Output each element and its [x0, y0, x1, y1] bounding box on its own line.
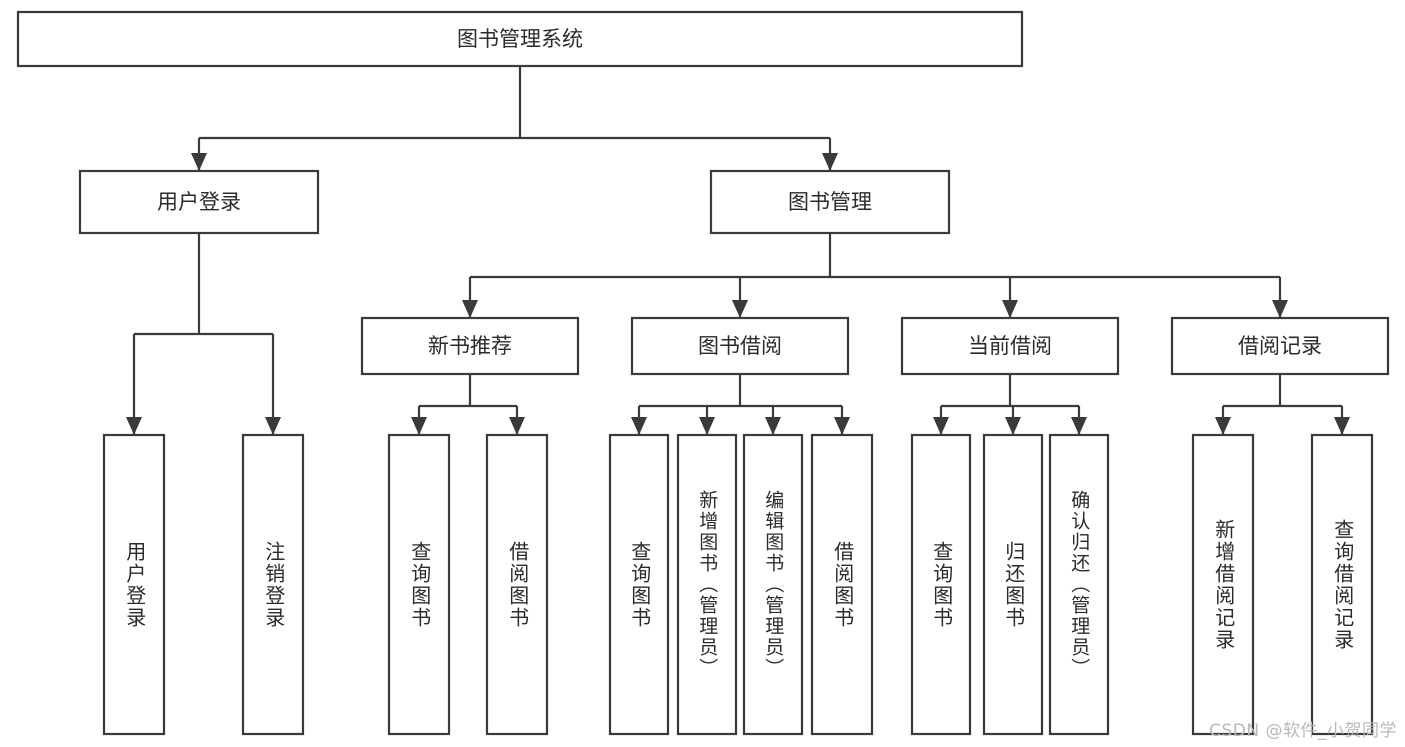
book-manage-to-level3-arrow-icon-1: [732, 300, 748, 318]
node-leaf-rec-query-book[interactable]: [387, 433, 451, 736]
connectors-layer: [126, 66, 1350, 435]
book-manage-to-level3-arrow-icon-2: [1002, 300, 1018, 318]
node-borrow-record-label: 借阅记录: [1238, 334, 1322, 358]
node-root-system-label: 图书管理系统: [457, 27, 583, 51]
node-book-borrow-label: 图书借阅: [698, 334, 782, 358]
node-user-login-label: 用户登录: [157, 190, 241, 214]
current-borrow-to-leaves-arrow-icon-1: [1005, 417, 1021, 435]
node-borrow-record[interactable]: [1170, 316, 1390, 376]
user-login-to-leaves-arrow-icon-0: [126, 417, 142, 435]
node-new-book-rec-label: 新书推荐: [428, 334, 512, 358]
node-leaf-bb-query-book[interactable]: [608, 433, 670, 736]
root-to-level2-arrow-icon-0: [191, 153, 207, 171]
book-borrow-to-leaves-arrow-icon-0: [631, 417, 647, 435]
node-leaf-bb-add-book[interactable]: [676, 433, 738, 736]
node-current-borrow-label: 当前借阅: [968, 334, 1052, 358]
book-manage-to-level3-arrow-icon-3: [1272, 300, 1288, 318]
borrow-record-to-leaves-arrow-icon-1: [1334, 417, 1350, 435]
node-leaf-br-add-record[interactable]: [1191, 433, 1255, 736]
book-borrow-to-leaves-arrow-icon-1: [699, 417, 715, 435]
node-leaf-bb-edit-book[interactable]: [742, 433, 804, 736]
node-root-system[interactable]: [16, 10, 1024, 68]
node-leaf-bb-borrow-book[interactable]: [810, 433, 874, 736]
node-book-borrow[interactable]: [630, 316, 850, 376]
node-current-borrow[interactable]: [900, 316, 1120, 376]
node-book-manage-label: 图书管理: [788, 190, 872, 214]
book-borrow-to-leaves-arrow-icon-2: [765, 417, 781, 435]
node-leaf-cb-query-book[interactable]: [910, 433, 972, 736]
node-boxes-layer: [16, 10, 1390, 736]
node-leaf-user-login[interactable]: [102, 433, 166, 736]
user-login-to-leaves-arrow-icon-1: [265, 417, 281, 435]
root-to-level2-arrow-icon-1: [822, 153, 838, 171]
node-leaf-cb-return-book[interactable]: [982, 433, 1044, 736]
watermark: CSDN @软件_小贺同学: [1209, 721, 1397, 741]
current-borrow-to-leaves-arrow-icon-2: [1071, 417, 1087, 435]
node-book-manage[interactable]: [709, 169, 951, 235]
node-leaf-br-query-record[interactable]: [1310, 433, 1374, 736]
node-new-book-rec[interactable]: [360, 316, 580, 376]
borrow-record-to-leaves-arrow-icon-0: [1215, 417, 1231, 435]
book-borrow-to-leaves-arrow-icon-3: [834, 417, 850, 435]
node-leaf-rec-borrow-book[interactable]: [485, 433, 549, 736]
book-manage-to-level3-arrow-icon-0: [462, 300, 478, 318]
current-borrow-to-leaves-arrow-icon-0: [933, 417, 949, 435]
node-leaf-cb-confirm-return[interactable]: [1048, 433, 1110, 736]
node-user-login[interactable]: [78, 169, 320, 235]
new-book-rec-to-leaves-arrow-icon-1: [509, 417, 525, 435]
new-book-rec-to-leaves-arrow-icon-0: [411, 417, 427, 435]
node-leaf-user-logout[interactable]: [241, 433, 305, 736]
